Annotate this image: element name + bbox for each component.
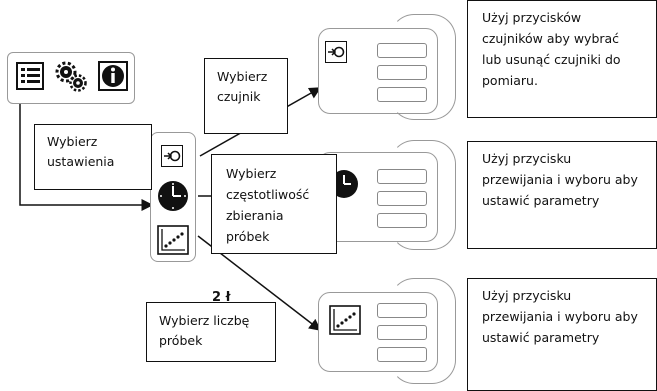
settings-to-options-line <box>19 104 154 211</box>
option-slot <box>377 325 427 340</box>
instruction-frequency: Użyj przycisku przewijania i wyboru aby … <box>467 141 657 249</box>
options-column-device <box>150 132 196 262</box>
info-icon <box>98 61 128 95</box>
sensor-screen-bezel <box>390 14 456 120</box>
scatter-plot-icon <box>329 305 361 339</box>
scatter-plot-icon <box>157 225 189 259</box>
label-select-count: Wybierz liczbę próbek <box>146 302 276 362</box>
clock-icon <box>329 169 359 203</box>
label-select-settings: Wybierz ustawienia <box>34 124 152 190</box>
partial-text: 2 ł <box>212 290 231 305</box>
count-screen <box>318 292 438 372</box>
frequency-screen-bezel <box>390 140 456 250</box>
clock-icon <box>157 180 189 216</box>
label-select-sensor: Wybierz czujnik <box>204 58 288 134</box>
instruction-count: Użyj przycisku przewijania i wyboru aby … <box>467 278 657 391</box>
option-slot <box>377 303 427 318</box>
sensor-plug-icon <box>161 145 183 167</box>
settings-device <box>7 52 135 104</box>
option-slot <box>377 65 427 80</box>
sensor-screen <box>318 28 438 114</box>
instruction-sensors: Użyj przycisków czujników aby wybrać lub… <box>467 0 657 118</box>
count-screen-bezel <box>390 278 456 384</box>
frequency-screen <box>318 152 438 242</box>
option-slot <box>377 169 427 184</box>
gears-icon <box>54 59 88 97</box>
option-slot <box>377 43 427 58</box>
label-select-frequency: Wybierz częstotliwość zbierania próbek <box>211 154 337 254</box>
option-slot <box>377 191 427 206</box>
menu-list-icon <box>16 62 44 94</box>
sensor-plug-icon <box>325 41 347 63</box>
